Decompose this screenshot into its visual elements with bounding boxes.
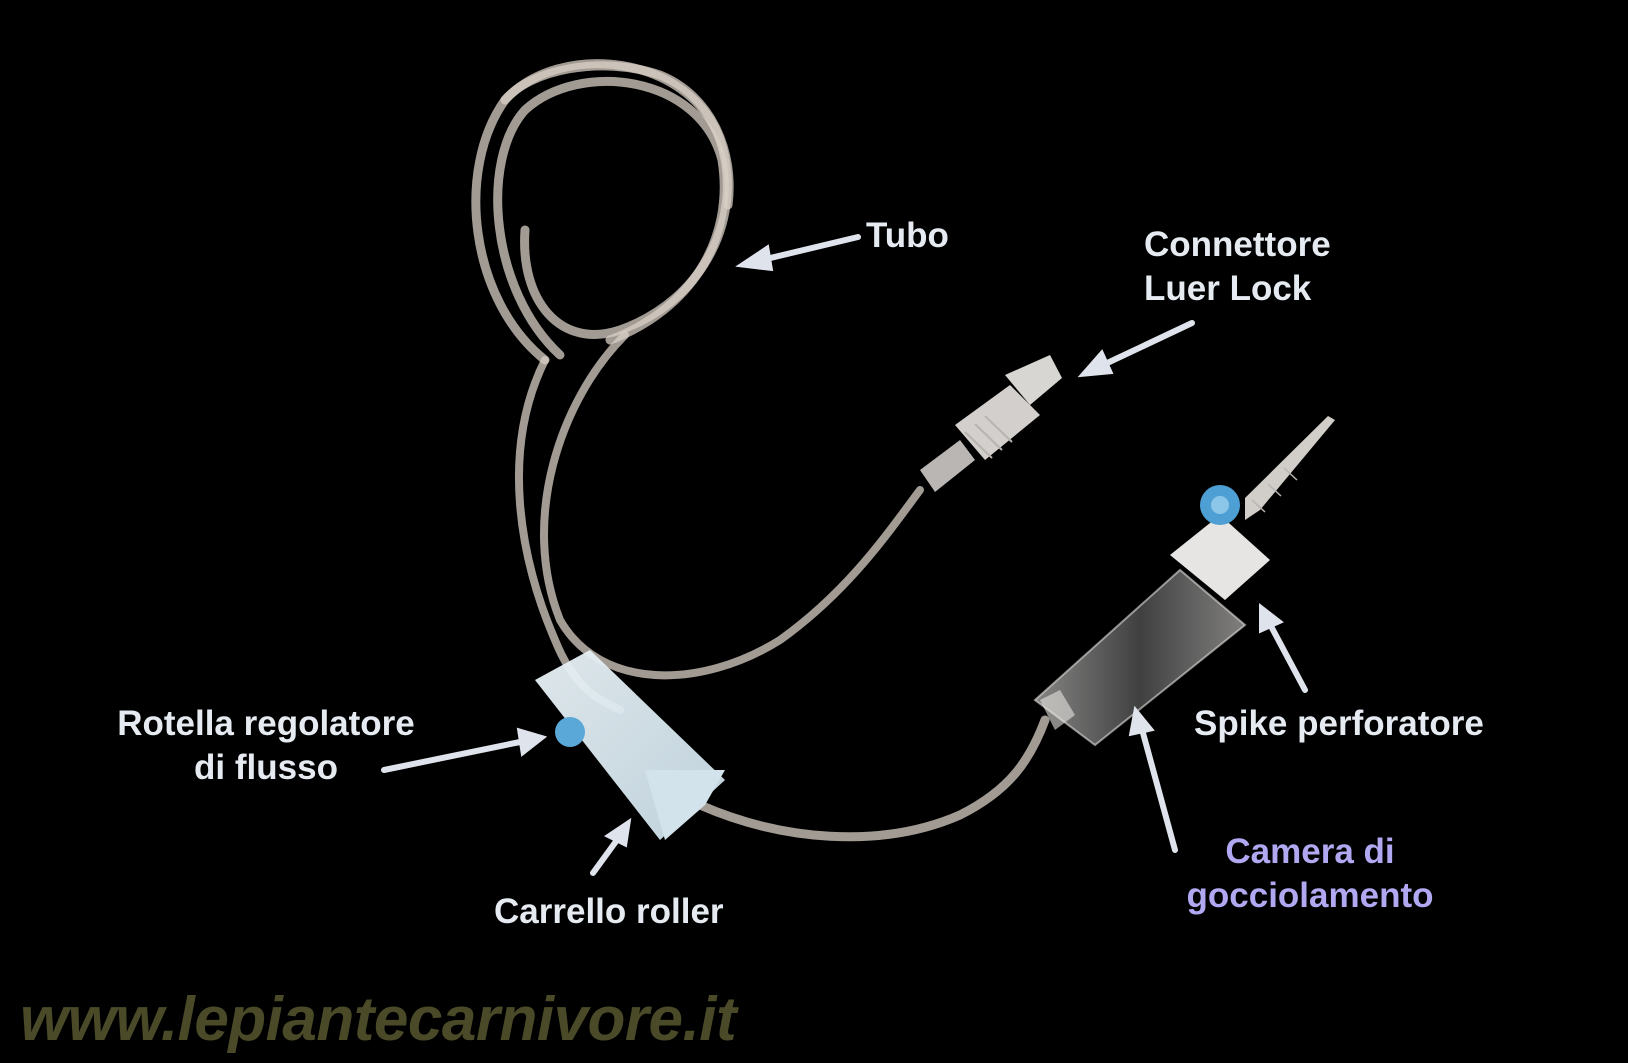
label-connettore-line2: Luer Lock bbox=[1144, 269, 1312, 308]
label-spike-perforatore: Spike perforatore bbox=[1194, 704, 1484, 743]
luer-lock-connector bbox=[920, 355, 1062, 492]
watermark-url: www.lepiantecarnivore.it bbox=[20, 985, 737, 1054]
label-rotella-regolatore: Rotella regolatore di flusso bbox=[96, 702, 436, 790]
drip-chamber bbox=[1033, 485, 1270, 747]
arrow-rotella bbox=[381, 739, 523, 773]
label-camera-gocciolamento: Camera di gocciolamento bbox=[1165, 830, 1455, 918]
tubing-coil bbox=[471, 59, 734, 365]
roller-clamp bbox=[535, 650, 725, 840]
arrow-connettore bbox=[1100, 320, 1195, 368]
arrow-carrello-head bbox=[604, 817, 632, 848]
label-carrello-roller: Carrello roller bbox=[494, 892, 724, 931]
arrow-spike bbox=[1269, 625, 1308, 693]
spike bbox=[1245, 416, 1335, 520]
label-rotella-line2: di flusso bbox=[194, 748, 338, 787]
label-connettore-luer-lock: Connettore Luer Lock bbox=[1144, 223, 1331, 311]
arrow-rotella-head bbox=[516, 727, 548, 757]
tubing-to-chamber bbox=[695, 715, 1050, 842]
arrow-spike-head bbox=[1259, 602, 1284, 634]
arrow-camera bbox=[1140, 730, 1178, 853]
annotation-arrows bbox=[381, 234, 1308, 876]
arrow-camera-head bbox=[1128, 705, 1155, 737]
label-connettore-line1: Connettore bbox=[1144, 225, 1331, 264]
label-camera-line1: Camera di bbox=[1225, 832, 1395, 871]
label-rotella-line1: Rotella regolatore bbox=[117, 704, 415, 743]
arrow-tubo-head bbox=[735, 244, 774, 272]
label-camera-line2: gocciolamento bbox=[1186, 876, 1434, 915]
label-tubo: Tubo bbox=[866, 216, 949, 255]
arrow-carrello bbox=[590, 837, 620, 876]
tubing-to-luer bbox=[540, 331, 924, 680]
arrow-connettore-head bbox=[1077, 349, 1114, 378]
arrow-tubo bbox=[759, 234, 861, 263]
